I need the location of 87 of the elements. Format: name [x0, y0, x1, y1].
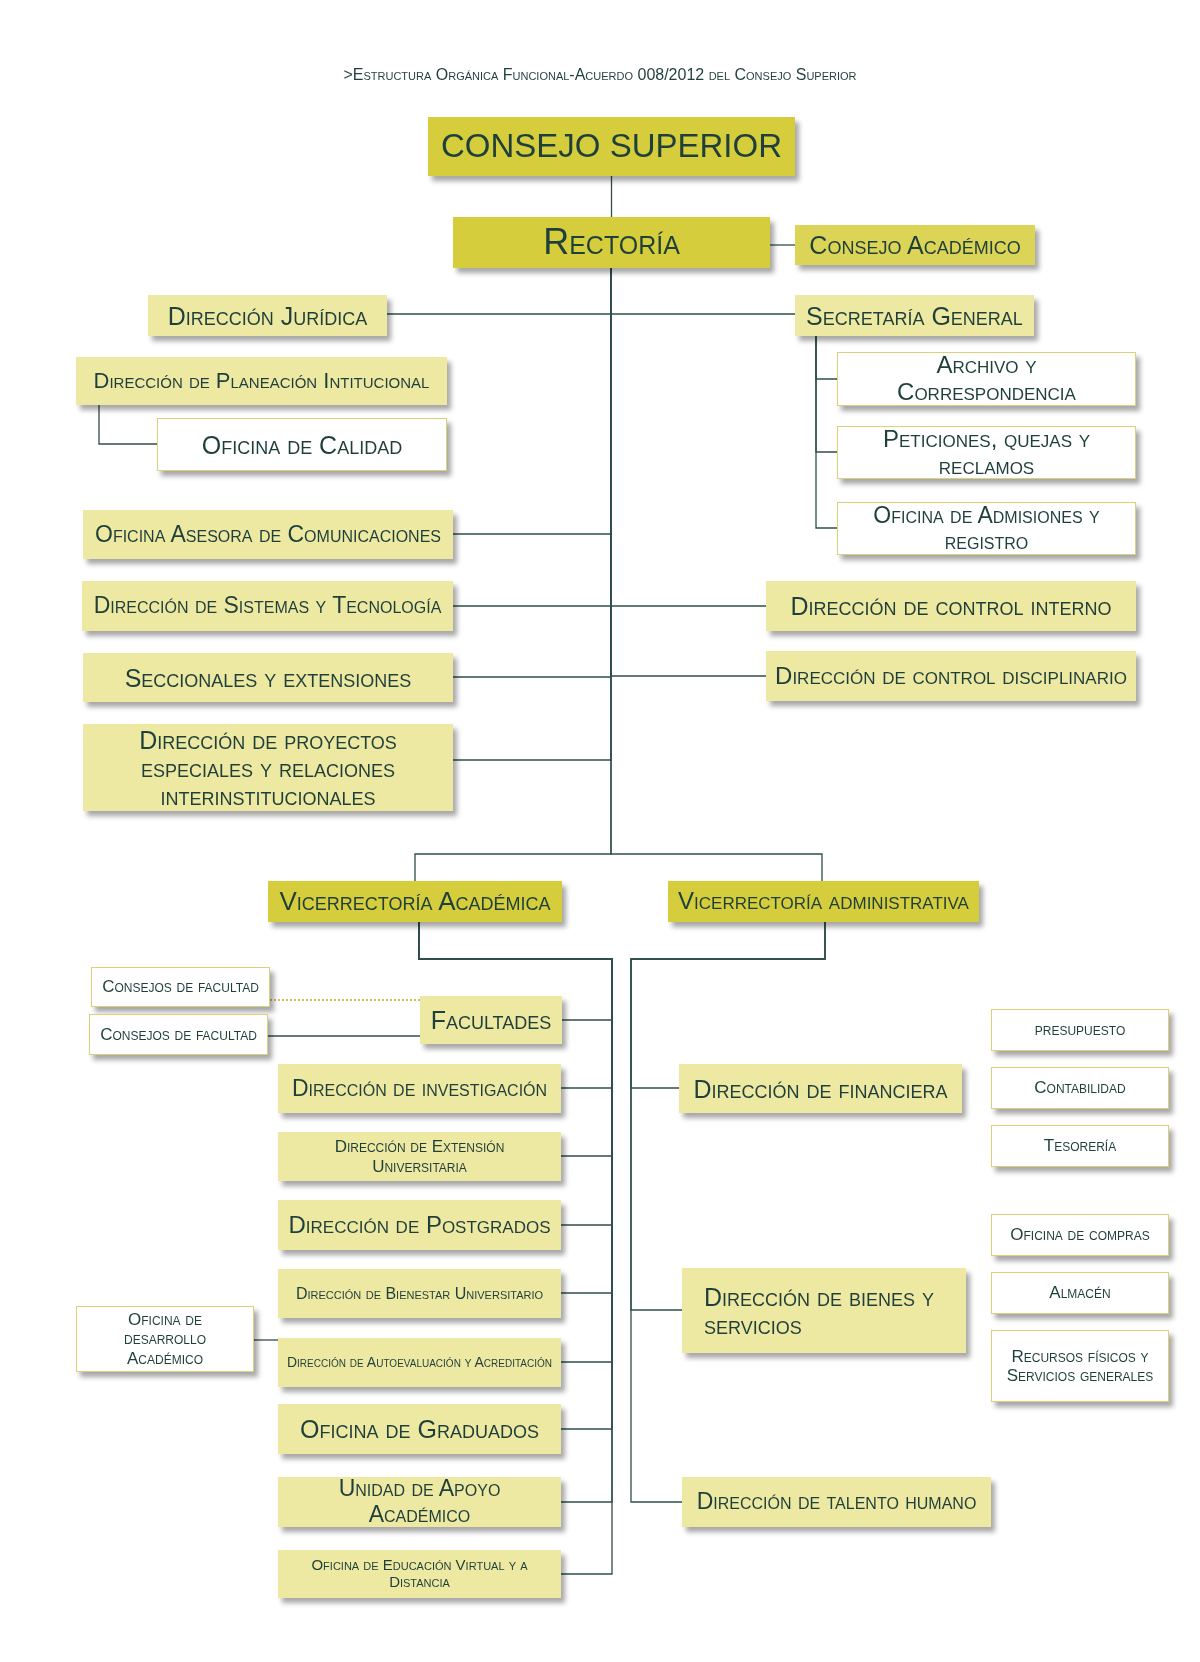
- unit-label: Dirección de bienes y servicios: [704, 1282, 935, 1339]
- connector-line: [630, 921, 826, 1503]
- unit-box: [420, 996, 562, 1044]
- unit-label: CONSEJO SUPERIOR: [440, 128, 783, 165]
- unit-box: [76, 357, 447, 405]
- unit-label: Vicerrectoría Académica: [279, 886, 551, 917]
- unit-box: [278, 1404, 561, 1454]
- sub-unit-box: [89, 1014, 268, 1055]
- sub-unit-box: [991, 1125, 1169, 1167]
- connector-line: [269, 999, 421, 1001]
- unit-label: Consejos de facultad: [102, 977, 259, 997]
- unit-label: Almacén: [1049, 1283, 1111, 1303]
- unit-box: [82, 581, 453, 631]
- sub-unit-box: [991, 1330, 1169, 1402]
- unit-box: [83, 724, 453, 811]
- unit-label: Contabilidad: [1034, 1078, 1126, 1098]
- chart-title: >Estructura Orgánica Funcional-Acuerdo 008/2012 del Consejo Superior: [342, 66, 858, 84]
- unit-box: [682, 1477, 991, 1527]
- sub-unit-box: [76, 1306, 254, 1372]
- sub-unit-box: [991, 1214, 1169, 1256]
- unit-label: Oficina de desarrollo Académico: [123, 1310, 207, 1368]
- unit-box: [148, 295, 387, 336]
- connector-line: [815, 335, 838, 529]
- unit-label: Dirección de control disciplinario: [775, 662, 1127, 690]
- sub-unit-box: [837, 502, 1136, 555]
- sub-unit-box: [157, 418, 447, 471]
- unit-label: Dirección de Sistemas y Tecnología: [93, 593, 442, 619]
- council-box: [795, 225, 1035, 265]
- unit-label: Dirección de Autoevaluación y Acreditación: [286, 1354, 553, 1371]
- unit-label: Dirección de talento humano: [696, 1489, 977, 1515]
- unit-label: Oficina de Admisiones y registro: [872, 502, 1101, 555]
- unit-label: Seccionales y extensiones: [124, 663, 412, 692]
- unit-label: Dirección de financiera: [693, 1074, 948, 1103]
- unit-box: [682, 1268, 966, 1353]
- unit-box: [278, 1550, 561, 1598]
- unit-label: Oficina Asesora de Comunicaciones: [95, 521, 441, 548]
- unit-label: Oficina de compras: [1010, 1225, 1150, 1245]
- unit-label: Recursos físicos y Servicios generales: [1005, 1346, 1155, 1386]
- unit-label: Secretaría General: [806, 301, 1023, 330]
- unit-label: Archivo y Correspondencia: [896, 352, 1077, 406]
- unit-label: Dirección de Extensión Universitaria: [333, 1137, 506, 1176]
- connector-line: [267, 1035, 421, 1037]
- unit-label: Dirección de Planeación Intitucional: [93, 368, 430, 394]
- unit-label: Dirección Jurídica: [167, 301, 368, 330]
- unit-box: [278, 1477, 561, 1527]
- unit-box: [278, 1064, 561, 1113]
- unit-box: [83, 510, 453, 559]
- unit-label: Dirección de proyectos especiales y relaciones interinstitucionales: [138, 725, 398, 810]
- unit-label: Rectoría: [543, 222, 680, 263]
- unit-label: Unidad de Apoyo Académico: [337, 1476, 502, 1528]
- connector-line: [253, 1339, 279, 1341]
- unit-box: [278, 1200, 561, 1250]
- connector-line: [98, 404, 158, 445]
- heading-box: [268, 881, 562, 922]
- unit-label: Dirección de Postgrados: [288, 1211, 551, 1239]
- unit-label: Consejos de facultad: [100, 1025, 257, 1044]
- unit-label: Consejo Académico: [809, 231, 1021, 259]
- unit-label: Oficina de Educación Virtual y a Distancia: [310, 1557, 529, 1591]
- unit-label: Dirección de control interno: [790, 592, 1112, 620]
- sub-unit-box: [991, 1009, 1169, 1051]
- unit-label: Dirección de Bienestar Universitario: [295, 1284, 544, 1303]
- sub-unit-box: [837, 426, 1136, 479]
- unit-box: [679, 1064, 962, 1113]
- heading-box: [428, 117, 795, 176]
- sub-unit-box: [91, 967, 270, 1007]
- unit-label: Dirección de investigación: [291, 1075, 548, 1102]
- heading-box: [668, 881, 979, 922]
- unit-label: Oficina de Calidad: [201, 430, 403, 459]
- sub-unit-box: [837, 352, 1136, 406]
- sub-unit-box: [991, 1067, 1169, 1109]
- unit-box: [766, 651, 1136, 701]
- connector-line: [769, 244, 796, 246]
- unit-label: Peticiones, quejas y reclamos: [882, 425, 1091, 480]
- unit-box: [795, 295, 1034, 336]
- unit-box: [278, 1269, 561, 1318]
- unit-label: Oficina de Graduados: [300, 1415, 539, 1443]
- connector-line: [610, 175, 613, 218]
- unit-box: [83, 653, 453, 702]
- unit-box: [278, 1338, 561, 1387]
- unit-box: [766, 581, 1136, 631]
- unit-label: presupuesto: [1034, 1020, 1126, 1040]
- unit-label: Vicerrectoría administrativa: [678, 888, 969, 915]
- unit-box: [278, 1132, 561, 1181]
- unit-label: Tesorería: [1043, 1136, 1117, 1156]
- heading-box: [453, 217, 770, 268]
- unit-label: Facultades: [430, 1006, 552, 1034]
- sub-unit-box: [991, 1272, 1169, 1314]
